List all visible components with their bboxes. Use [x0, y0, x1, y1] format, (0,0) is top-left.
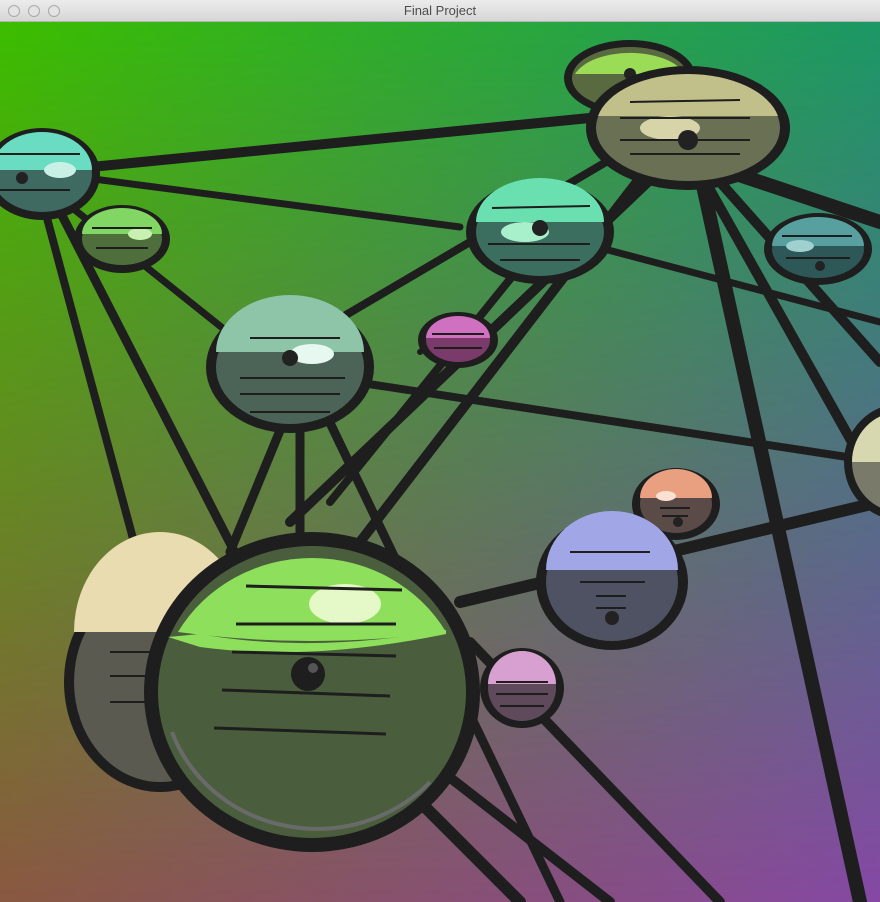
graph-node[interactable] [844, 404, 880, 520]
graph-node[interactable] [466, 178, 614, 284]
title-bar[interactable]: Final Project [0, 0, 880, 22]
graph-node[interactable] [0, 128, 100, 220]
scene-canvas[interactable] [0, 22, 880, 902]
edge [693, 165, 867, 902]
zoom-window-button[interactable] [48, 5, 60, 17]
graph-node[interactable] [418, 312, 498, 368]
graph-node[interactable] [536, 511, 688, 650]
graph-nodes [0, 40, 880, 852]
edge [723, 165, 880, 229]
graph-node[interactable] [632, 468, 720, 540]
edge [286, 368, 880, 466]
window-title: Final Project [403, 3, 477, 18]
gl-viewport[interactable] [0, 22, 880, 902]
minimize-window-button[interactable] [28, 5, 40, 17]
close-window-button[interactable] [8, 5, 20, 17]
edge [35, 112, 605, 177]
graph-node[interactable] [586, 66, 790, 190]
graph-node[interactable] [480, 648, 564, 728]
edge [36, 188, 154, 606]
graph-node[interactable] [74, 205, 170, 273]
graph-node[interactable] [764, 213, 872, 285]
edge [326, 238, 544, 506]
graph-node[interactable] [144, 532, 480, 852]
graph-node[interactable] [206, 295, 374, 433]
edge [425, 757, 615, 902]
edge [36, 168, 464, 231]
